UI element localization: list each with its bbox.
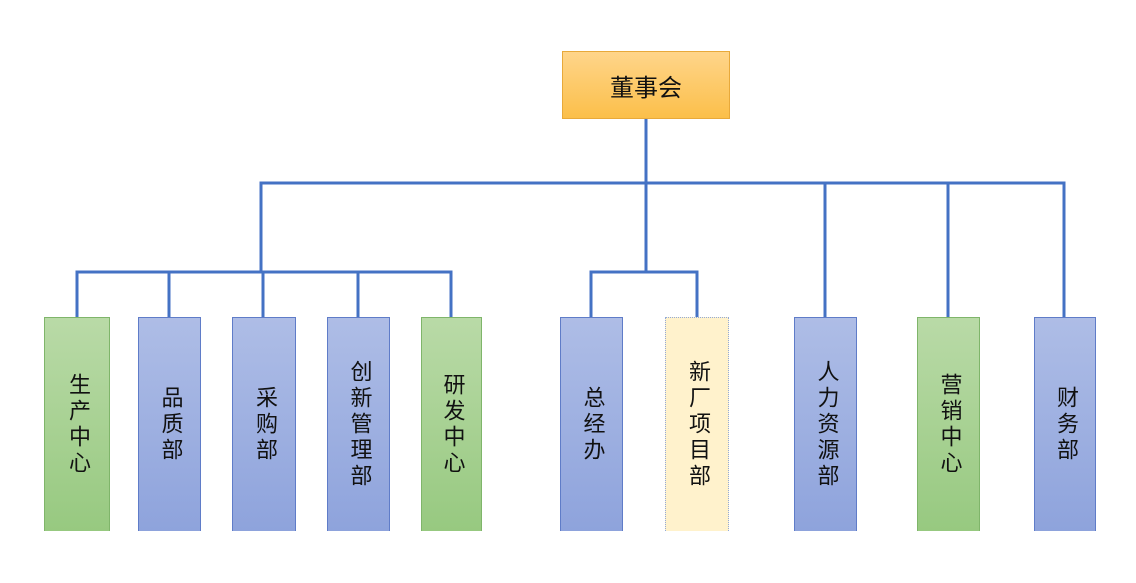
- dept-box-innovation-management: 创新管理部: [327, 317, 390, 531]
- dept-label: 人力资源部: [813, 359, 839, 490]
- dept-box-purchasing: 采购部: [232, 317, 296, 531]
- dept-label: 品质部: [157, 385, 183, 464]
- dept-box-human-resources: 人力资源部: [794, 317, 857, 531]
- dept-label: 研发中心: [439, 372, 465, 477]
- dept-label: 营销中心: [936, 372, 962, 477]
- dept-label: 财务部: [1053, 385, 1078, 464]
- dept-box-finance: 财务部: [1034, 317, 1096, 531]
- dept-label: 新厂项目部: [685, 359, 710, 490]
- board-of-directors-label: 董事会: [610, 73, 682, 102]
- dept-label: 采购部: [252, 385, 277, 464]
- board-of-directors-box: 董事会: [562, 51, 730, 119]
- dept-box-marketing-center: 营销中心: [917, 317, 980, 531]
- dept-label: 总经办: [579, 385, 605, 464]
- dept-box-quality: 品质部: [138, 317, 201, 531]
- dept-label: 生产中心: [65, 372, 90, 477]
- dept-box-rd-center: 研发中心: [421, 317, 482, 531]
- dept-box-production-center: 生产中心: [44, 317, 110, 531]
- dept-box-general-office: 总经办: [560, 317, 623, 531]
- dept-label: 创新管理部: [346, 359, 372, 490]
- dept-box-new-plant-project: 新厂项目部: [665, 317, 729, 531]
